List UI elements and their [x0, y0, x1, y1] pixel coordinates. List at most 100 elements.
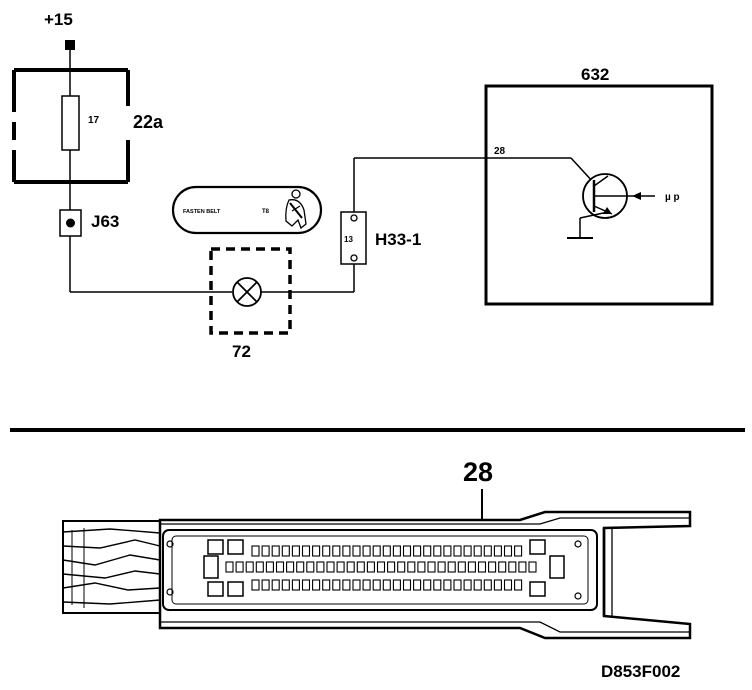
- pin-cavity: [423, 579, 432, 591]
- pin-cavity: [433, 545, 442, 557]
- ecu-connector: [62, 510, 692, 640]
- connector-h33-pin-number: 13: [344, 235, 353, 244]
- pin-cavity: [514, 579, 523, 591]
- pin-cavity: [352, 579, 361, 591]
- pin-cavity: [255, 561, 264, 573]
- wire-emitter: [579, 211, 609, 219]
- base-arrow-icon: [632, 192, 641, 200]
- pin-cavity: [301, 579, 311, 591]
- pin-cavity: [322, 579, 331, 591]
- fuse-box-label: 22a: [133, 112, 164, 132]
- pin-cavity: [493, 545, 502, 557]
- pin-cavity: [312, 579, 321, 591]
- pin-cavity: [392, 579, 401, 591]
- control-module-632: [484, 84, 714, 306]
- pin-cavity: [498, 561, 507, 573]
- pin-cavity: [362, 579, 371, 591]
- pin-cavity: [503, 545, 513, 557]
- pin-cavity: [483, 545, 492, 557]
- pin-cavity: [447, 561, 456, 573]
- pin-cavity: [332, 579, 341, 591]
- connector-pin-callout: 28: [463, 457, 493, 487]
- seat-belt-text: FASTEN BELT: [183, 209, 221, 215]
- pin-cavity: [265, 561, 274, 573]
- pin-cavity: [443, 579, 452, 591]
- pin-cavity: [483, 579, 492, 591]
- pin-cavity: [362, 545, 371, 557]
- pin-cavity: [296, 561, 305, 573]
- pin-cavity: [437, 561, 446, 573]
- supply-terminal: [65, 40, 75, 50]
- pin-cavity: [473, 545, 482, 557]
- connector-h33-label: H33-1: [375, 230, 421, 249]
- pin-cavity: [275, 561, 285, 573]
- pin-cavity: [372, 579, 381, 591]
- pin-cavity: [261, 545, 270, 557]
- cable-bundle: [62, 520, 161, 614]
- pin-cavity: [382, 545, 391, 557]
- pin-cavity: [322, 545, 331, 557]
- pin-cavity: [413, 579, 422, 591]
- pin-cavity: [463, 579, 472, 591]
- pin-cavity: [291, 579, 300, 591]
- pin-cavity: [518, 561, 527, 573]
- pin-cavity: [281, 545, 290, 557]
- pin-cavity: [342, 579, 351, 591]
- pin-cavity: [477, 561, 487, 573]
- pin-cavity: [261, 579, 270, 591]
- transistor-icon: [582, 173, 628, 219]
- warning-lamp-label: 72: [232, 342, 251, 361]
- pin-cavity: [417, 561, 426, 573]
- pin-cavity: [402, 579, 412, 591]
- pin-cavity: [423, 545, 432, 557]
- pin-cavity: [356, 561, 365, 573]
- pin-cavity: [286, 561, 295, 573]
- pin-cavity: [346, 561, 355, 573]
- pin-cavity: [245, 561, 254, 573]
- pin-cavity: [503, 579, 513, 591]
- pin-cavity: [251, 545, 260, 557]
- connector-h33-pin-top: [350, 214, 358, 222]
- pin-cavity: [427, 561, 436, 573]
- pin-cavity: [453, 579, 462, 591]
- lamp-icon: [232, 277, 262, 307]
- pin-cavity: [366, 561, 375, 573]
- pin-cavity: [312, 545, 321, 557]
- pin-cavity: [402, 545, 412, 557]
- pin-cavity: [352, 545, 361, 557]
- control-module-signal: µ p: [665, 192, 680, 203]
- connector-j63-label: J63: [91, 212, 119, 231]
- pin-cavity: [488, 561, 497, 573]
- pin-cavity: [301, 545, 311, 557]
- pin-cavity: [463, 545, 472, 557]
- connector-h33-pin-bottom: [350, 254, 358, 262]
- seated-person-icon: [285, 189, 307, 230]
- pin-cavity: [493, 579, 502, 591]
- pin-cavity: [326, 561, 335, 573]
- pin-cavity: [306, 561, 315, 573]
- figure-code: D853F002: [601, 662, 680, 681]
- pin-cavity: [342, 545, 351, 557]
- pin-cavity: [316, 561, 325, 573]
- fuse-number: 17: [88, 115, 100, 126]
- pin-cavity: [453, 545, 462, 557]
- pin-cavity: [332, 545, 341, 557]
- pin-cavity: [397, 561, 406, 573]
- fuse-box-22a: [12, 68, 130, 184]
- control-module-label: 632: [581, 65, 609, 84]
- pin-cavity: [336, 561, 345, 573]
- pin-cavity: [387, 561, 396, 573]
- pin-cavity: [251, 579, 260, 591]
- pin-cavity: [413, 545, 422, 557]
- seat-belt-symbol: FASTEN BELT T8: [171, 185, 323, 235]
- pin-cavity: [457, 561, 466, 573]
- connector-j63-pin: [66, 218, 75, 228]
- pin-cavity: [514, 545, 523, 557]
- pin-cavity: [407, 561, 416, 573]
- pin-cavity: [443, 545, 452, 557]
- fuse-17: [61, 95, 80, 151]
- pin-cavity: [372, 545, 381, 557]
- pin-cavity: [225, 561, 234, 573]
- pin-cavity: [528, 561, 537, 573]
